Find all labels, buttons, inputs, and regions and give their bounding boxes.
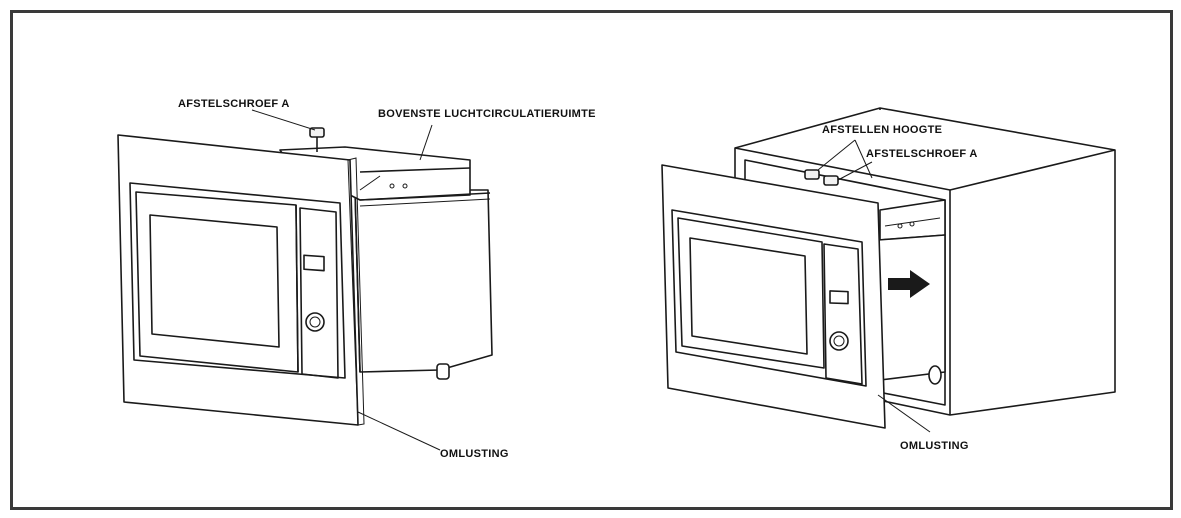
right-cabinet-illustration — [661, 107, 1116, 433]
left-microwave-illustration — [117, 109, 493, 451]
label-trim-right: OMLUSTING — [900, 440, 969, 452]
label-adjust-height: AFSTELLEN HOOGTE — [822, 124, 943, 136]
label-adjust-screw-right: AFSTELSCHROEF A — [866, 148, 978, 160]
label-adjust-screw-left: AFSTELSCHROEF A — [178, 98, 290, 110]
label-trim-left: OMLUSTING — [440, 448, 509, 460]
label-upper-air-space: BOVENSTE LUCHTCIRCULATIERUIMTE — [378, 108, 596, 120]
